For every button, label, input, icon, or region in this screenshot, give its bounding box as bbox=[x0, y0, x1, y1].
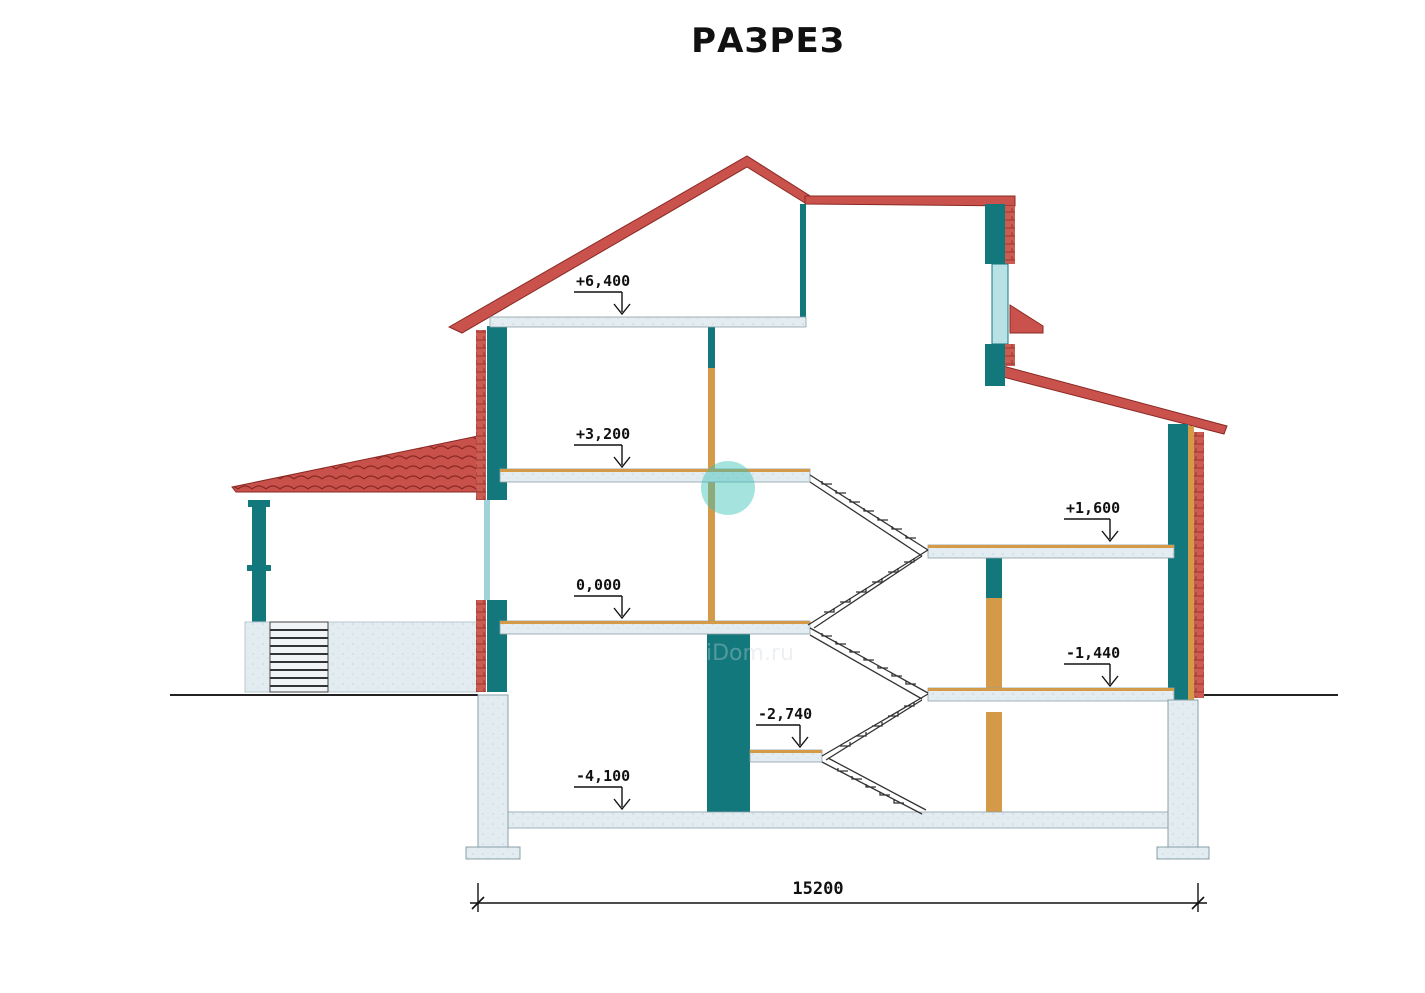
level-basement-landing: -2,740 bbox=[756, 705, 812, 749]
slab-roof-floor bbox=[489, 316, 807, 328]
partition-attic bbox=[800, 204, 806, 318]
dimension-label: 15200 bbox=[792, 879, 843, 899]
mezzanine-post-wood bbox=[986, 598, 1002, 688]
watermark-text: iDom.ru bbox=[706, 641, 794, 666]
veranda bbox=[231, 435, 479, 693]
level-marks: +6,400 +3,200 +1,600 0,000 -1,440 bbox=[574, 272, 1120, 811]
dormer-wall-bottom bbox=[985, 344, 1005, 386]
partitions bbox=[707, 204, 1002, 812]
level-mezzanine-upper: +1,600 bbox=[1064, 499, 1120, 543]
level-second-floor: +3,200 bbox=[574, 425, 631, 469]
level-label: -1,440 bbox=[1066, 644, 1120, 662]
partition-middle bbox=[708, 480, 715, 622]
dormer-window bbox=[991, 263, 1009, 345]
level-label: -2,740 bbox=[758, 705, 812, 723]
dormer-canopy bbox=[1009, 304, 1044, 334]
foundations bbox=[465, 694, 1210, 860]
stair-flight-1 bbox=[809, 474, 929, 557]
staircases bbox=[807, 474, 929, 815]
level-basement-floor: -4,100 bbox=[574, 767, 631, 811]
slab-basement-floor bbox=[504, 811, 1174, 829]
level-label: +1,600 bbox=[1066, 499, 1120, 517]
left-wall-upper bbox=[487, 326, 507, 500]
stair-flight-5 bbox=[821, 757, 927, 815]
veranda-roof bbox=[231, 435, 479, 493]
watermark-logo: iDom.ru bbox=[701, 461, 794, 666]
overall-dimension: 15200 bbox=[470, 879, 1207, 912]
foundation-right bbox=[1167, 699, 1199, 848]
veranda-column bbox=[252, 505, 266, 623]
level-label: -4,100 bbox=[576, 767, 630, 785]
level-ground-floor: 0,000 bbox=[574, 576, 631, 620]
roof-right-slope bbox=[1002, 365, 1228, 435]
level-roof-floor: +6,400 bbox=[574, 272, 631, 316]
partition-upper bbox=[708, 326, 715, 470]
basement-core-wall bbox=[707, 632, 750, 812]
level-label: +6,400 bbox=[576, 272, 630, 290]
basement-post bbox=[986, 712, 1002, 812]
level-label: +3,200 bbox=[576, 425, 630, 443]
main-roof bbox=[447, 155, 1228, 435]
dormer-wall-top bbox=[985, 204, 1005, 264]
drawing-title: РАЗРЕЗ bbox=[691, 21, 845, 61]
roof-flat-top bbox=[804, 195, 1016, 207]
floor-slabs bbox=[489, 316, 1175, 829]
stair-flight-4 bbox=[821, 693, 929, 761]
right-wall bbox=[1168, 424, 1188, 700]
left-wall-lower bbox=[487, 600, 507, 692]
level-label: 0,000 bbox=[576, 576, 621, 594]
terrace-steps bbox=[269, 621, 329, 693]
mezzanine-post-upper bbox=[986, 558, 1002, 598]
stair-flight-3 bbox=[809, 627, 929, 700]
foundation-left bbox=[477, 694, 509, 848]
level-mezzanine-lower: -1,440 bbox=[1064, 644, 1120, 688]
stair-flight-2 bbox=[807, 549, 929, 629]
roof-left-slope bbox=[447, 155, 817, 334]
